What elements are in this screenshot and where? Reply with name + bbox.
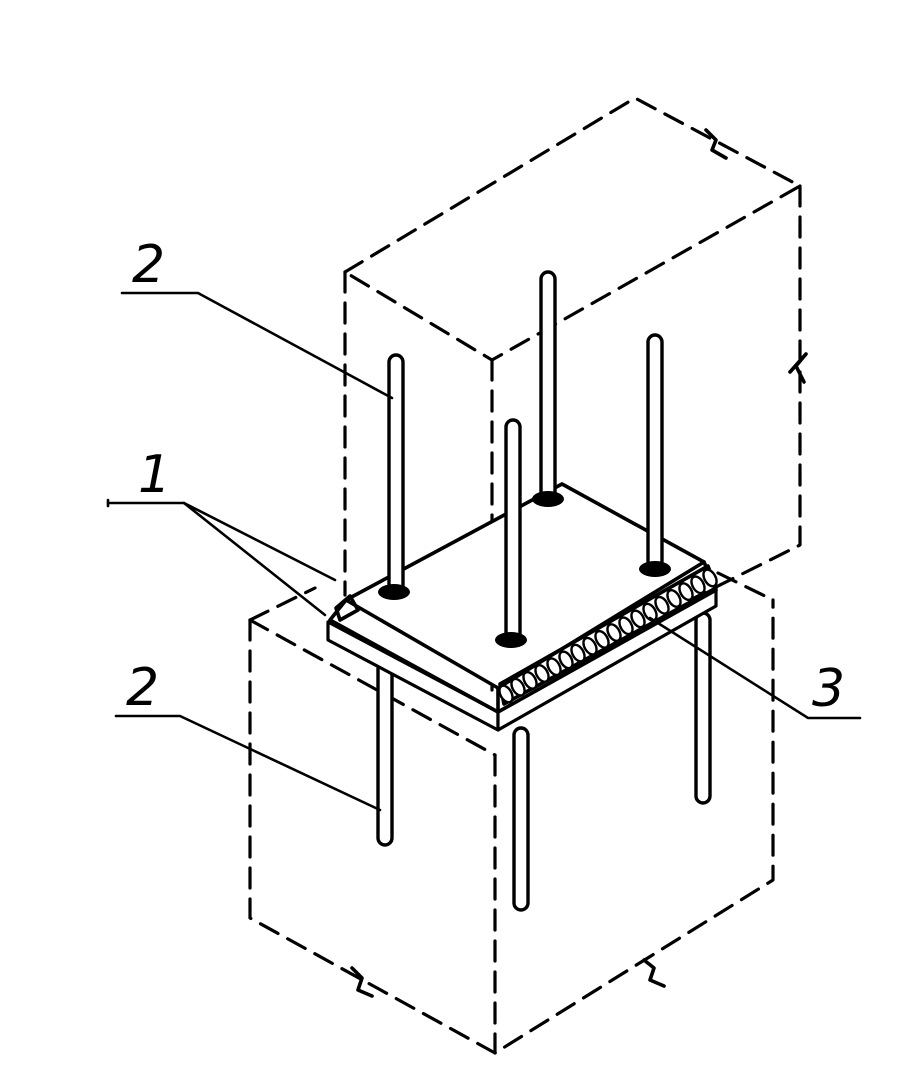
- break-mark-bottom-left: [350, 966, 374, 998]
- lower-anchor-bars: [376, 611, 712, 912]
- weld-ripple: [510, 677, 526, 697]
- label-plate: 1: [138, 445, 171, 505]
- anchor-bar-upper-front: [504, 418, 522, 642]
- bar-weld-right: [639, 561, 671, 577]
- weld-ripple: [498, 684, 514, 704]
- weld-ripple: [630, 609, 646, 629]
- weld-bead: [334, 564, 718, 706]
- weld-ripple: [690, 575, 706, 595]
- anchor-bar-lower-left: [376, 660, 394, 847]
- break-mark-right: [788, 352, 808, 384]
- label-anchor-bar-lower: 2: [126, 658, 159, 718]
- upper-anchor-bars: [378, 270, 671, 648]
- weld-ripple: [546, 657, 562, 677]
- weld-ripple: [606, 623, 622, 643]
- anchor-bar-upper-left: [387, 353, 405, 594]
- weld-ripple: [702, 568, 718, 588]
- weld-ripple: [666, 589, 682, 608]
- label-weld: 3: [812, 659, 845, 719]
- leader-lines: [106, 291, 862, 812]
- weld-ripple: [582, 636, 598, 656]
- label-anchor-bar-upper: 2: [132, 235, 165, 295]
- anchor-bar-lower-front: [512, 726, 530, 912]
- break-mark-top: [704, 128, 728, 160]
- weld-ripple: [618, 616, 634, 636]
- weld-ripple: [522, 670, 538, 690]
- lower-column-outline: [248, 571, 775, 1055]
- break-mark-bottom-right: [642, 958, 666, 988]
- steel-plate: [326, 482, 718, 732]
- anchor-bar-upper-back: [539, 270, 557, 504]
- bar-weld-left: [378, 584, 410, 600]
- anchor-bar-upper-right: [646, 333, 664, 570]
- weld-ripple: [570, 643, 586, 663]
- anchor-bar-lower-right: [694, 611, 712, 805]
- bar-weld-back: [532, 491, 564, 507]
- weld-ripple: [534, 664, 550, 683]
- weld-ripple: [654, 595, 670, 615]
- weld-ripple: [594, 629, 610, 649]
- weld-ripple: [678, 582, 694, 602]
- weld-ripple: [558, 650, 574, 670]
- bar-weld-front: [495, 632, 527, 648]
